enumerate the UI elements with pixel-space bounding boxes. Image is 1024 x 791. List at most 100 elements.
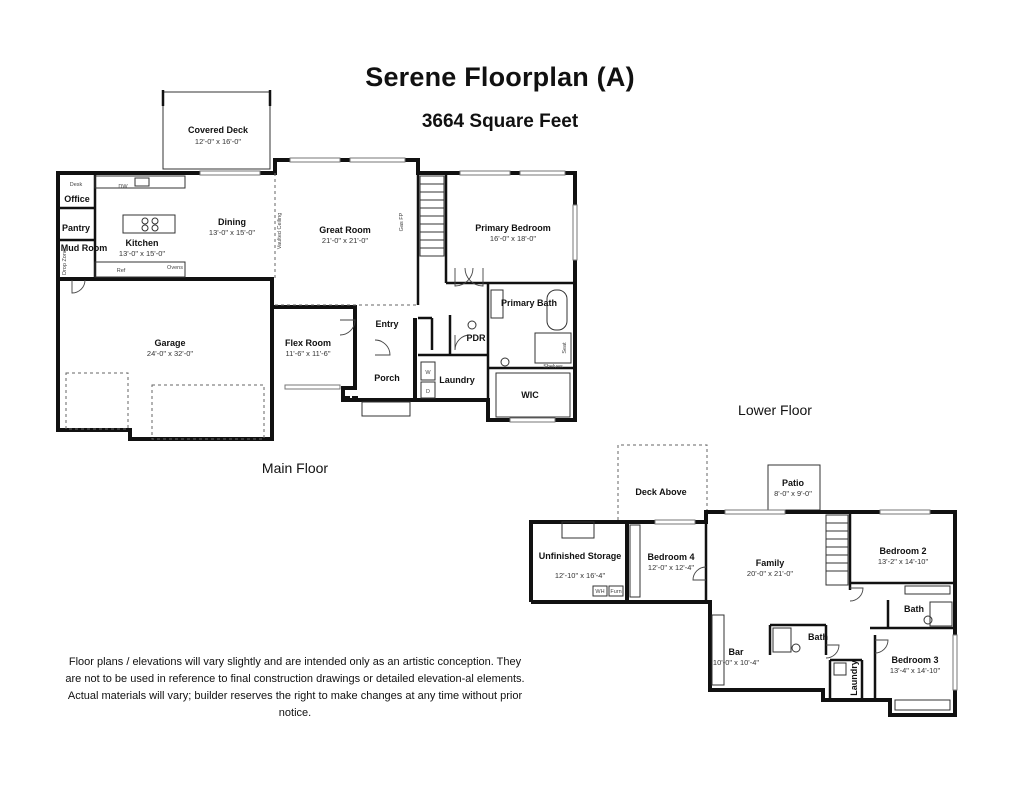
bedroom2-label: Bedroom 2 xyxy=(879,546,926,556)
washer-label: W xyxy=(425,370,431,376)
dining-label: Dining xyxy=(218,217,246,227)
door-swing xyxy=(692,566,707,581)
entry-label: Entry xyxy=(375,319,398,329)
lower-floor-label: Lower Floor xyxy=(738,402,812,418)
wic-label: WIC xyxy=(521,390,539,400)
dryer xyxy=(420,381,436,399)
kitchen-bottom-counter xyxy=(94,261,186,278)
window xyxy=(654,519,696,525)
flex-room-label: Flex Room xyxy=(285,338,331,348)
kitchen-dim: 13'-0" x 15'-0" xyxy=(119,249,165,258)
door-swing xyxy=(454,267,474,287)
great-room-label: Great Room xyxy=(319,225,371,235)
gas-fp-label: Gas FP xyxy=(399,212,405,231)
wh-label: WH xyxy=(595,589,604,595)
furn-label: Furn xyxy=(610,589,621,595)
square-footage: 3664 Square Feet xyxy=(421,111,579,132)
covered-deck-outline xyxy=(162,91,271,170)
porch-post xyxy=(352,396,358,402)
page-title: Serene Floorplan (A) xyxy=(365,62,635,92)
bar-label: Bar xyxy=(728,647,744,657)
dining-dim: 13'-0" x 15'-0" xyxy=(209,228,255,237)
furn-unit xyxy=(608,585,624,597)
family-dim: 20'-0" x 21'-0" xyxy=(747,569,793,578)
bed2-closet xyxy=(904,585,951,595)
office-label: Office xyxy=(64,194,90,204)
door-swing xyxy=(464,267,484,287)
laundry-label: Laundry xyxy=(439,375,475,385)
sink xyxy=(134,177,150,187)
window xyxy=(724,509,786,515)
storage-door xyxy=(561,521,595,539)
door-swing xyxy=(825,644,840,659)
bedroom3-label: Bedroom 3 xyxy=(891,655,938,665)
covered-deck-dim: 12'-0" x 16'-0" xyxy=(195,137,241,146)
main-floor: Covered Deck 12'-0" x 16'-0" Office Desk… xyxy=(56,90,578,476)
bedroom4-dim: 12'-0" x 12'-4" xyxy=(648,563,694,572)
wh-unit xyxy=(592,585,608,597)
lower-floor: Deck Above Patio 8'-0" x 9'-0" Unfinishe… xyxy=(529,402,958,717)
vanity xyxy=(490,289,504,319)
deck-above-outline xyxy=(617,444,708,520)
patio-dim: 8'-0" x 9'-0" xyxy=(774,489,812,498)
primary-bedroom-label: Primary Bedroom xyxy=(475,223,551,233)
disclaimer: Floor plans / elevations will vary sligh… xyxy=(65,656,525,719)
deck-above-label: Deck Above xyxy=(635,487,686,497)
porch-label: Porch xyxy=(374,373,400,383)
window xyxy=(509,417,556,423)
bar-counter xyxy=(711,614,725,686)
door-swing xyxy=(874,639,889,654)
primary-bath-label-1: Primary Bath xyxy=(501,298,557,308)
lower-exterior-wall-main xyxy=(627,510,957,717)
dw-label: DW xyxy=(118,184,128,190)
garage-door-left xyxy=(65,372,129,430)
dryer-label: D xyxy=(426,389,430,395)
covered-deck-label: Covered Deck xyxy=(188,125,249,135)
ovens-label: Ovens xyxy=(167,265,183,271)
garage-door-right xyxy=(151,384,265,440)
lower-stairs xyxy=(825,514,849,586)
door-swing xyxy=(374,339,391,356)
toilet xyxy=(467,320,477,330)
bed4-closet xyxy=(629,524,641,598)
wic-shelving xyxy=(495,372,571,418)
desk-label: Desk xyxy=(70,182,83,188)
window xyxy=(572,204,578,261)
pantry-label: Pantry xyxy=(62,223,90,233)
primary-bedroom-dim: 16'-0" x 18'-0" xyxy=(490,234,536,243)
flex-room-dim: 11'-6" x 11'-6" xyxy=(285,349,330,358)
window xyxy=(289,157,341,163)
patio-label: Patio xyxy=(782,478,805,488)
washer xyxy=(420,361,436,381)
family-label: Family xyxy=(756,558,785,568)
window xyxy=(284,384,341,390)
toilet xyxy=(500,357,510,367)
drop-zone-label: Drop Zone xyxy=(62,249,68,275)
unfinished-storage-label: Unfinished Storage xyxy=(539,551,622,561)
garage-dim: 24'-0" x 32'-0" xyxy=(147,349,193,358)
toilet xyxy=(791,643,801,653)
laundry-unit xyxy=(833,662,847,676)
garage-label: Garage xyxy=(154,338,185,348)
vaulted-label: Vaulted Ceiling xyxy=(277,213,283,250)
bath2-tub xyxy=(772,627,792,653)
bar-dim: 10'-0" x 10'-4" xyxy=(713,658,759,667)
bed3-closet xyxy=(894,699,951,711)
door-swing xyxy=(849,587,864,602)
kitchen-top-counter xyxy=(94,175,186,189)
window xyxy=(519,170,566,176)
pdr-label: PDR xyxy=(466,333,486,343)
main-floor-label: Main Floor xyxy=(262,460,328,476)
bath-upper-label: Bath xyxy=(904,604,924,614)
bedroom4-label: Bedroom 4 xyxy=(647,552,694,562)
bedroom3-dim: 13'-4" x 14'-10" xyxy=(890,666,941,675)
window xyxy=(952,634,958,691)
toilet xyxy=(923,615,933,625)
porch-post xyxy=(344,396,350,402)
laundry-wic-wall xyxy=(415,283,577,422)
stairs xyxy=(419,175,445,257)
kitchen-label: Kitchen xyxy=(125,238,158,248)
door-swing xyxy=(339,319,356,336)
bath-lower-label: Bath xyxy=(808,632,828,642)
